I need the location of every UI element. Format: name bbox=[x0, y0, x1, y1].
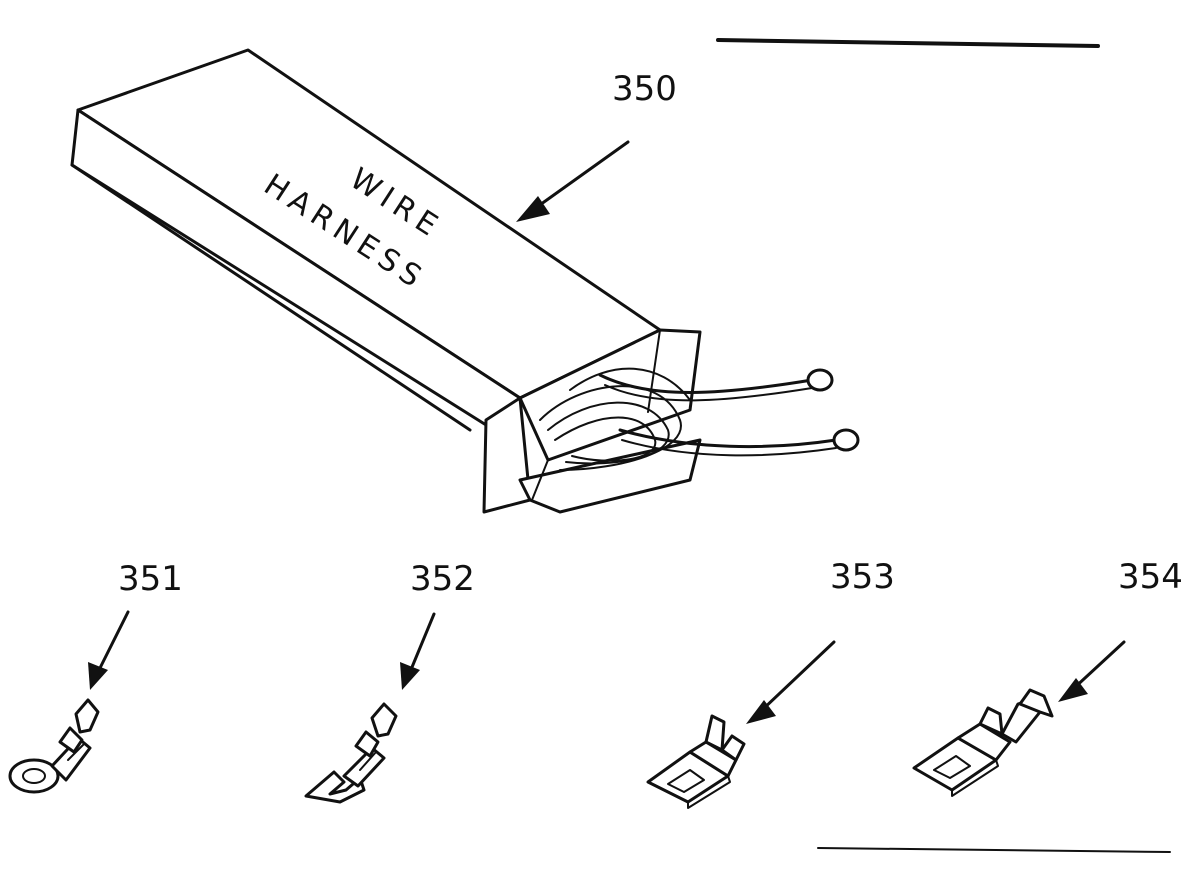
arrow-icon bbox=[1058, 640, 1126, 702]
callout-350: 350 bbox=[612, 69, 677, 109]
top-rule-line bbox=[716, 38, 1100, 48]
bottom-rule-line bbox=[817, 847, 1171, 853]
callout-351: 351 bbox=[118, 559, 183, 599]
eyelet-terminal-icon bbox=[832, 428, 860, 452]
callout-354: 354 bbox=[1118, 557, 1183, 597]
arrow-icon bbox=[746, 640, 836, 724]
female-terminal-icon bbox=[912, 688, 1054, 797]
female-terminal-icon bbox=[646, 714, 746, 809]
arrow-icon bbox=[516, 140, 630, 222]
eyelet-terminal-icon bbox=[806, 368, 834, 392]
arrow-icon bbox=[400, 612, 436, 690]
callout-352: 352 bbox=[410, 559, 475, 599]
ring-terminal-icon bbox=[8, 698, 100, 794]
wire-harness-box: WIRE HARNESS bbox=[70, 48, 860, 514]
callout-353: 353 bbox=[830, 557, 895, 597]
arrow-icon bbox=[88, 610, 130, 690]
spade-terminal-icon bbox=[304, 702, 398, 804]
